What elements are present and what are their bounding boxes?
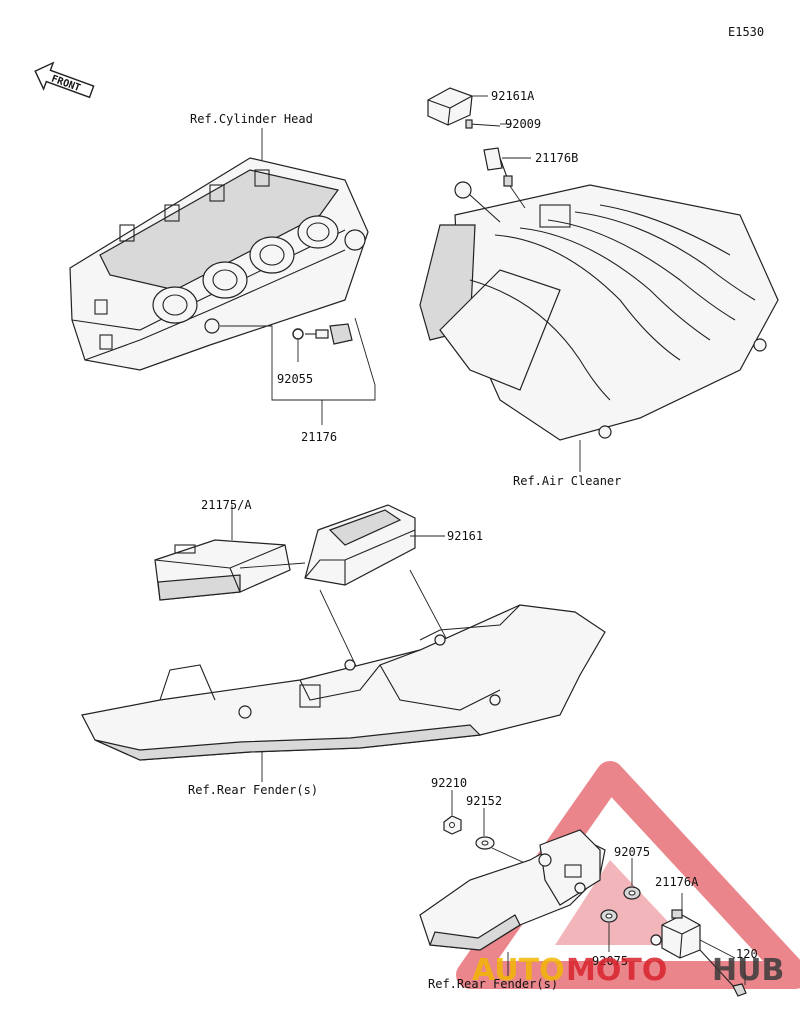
rear-fender-upper [81, 604, 606, 761]
collar-92152 [475, 836, 495, 850]
screw-92009 [465, 119, 501, 129]
label-ref-cylinder-head: Ref.Cylinder Head [190, 112, 313, 126]
o-ring-92055 [292, 328, 304, 340]
cylinder-head [69, 157, 369, 371]
label-92075-top: 92075 [614, 845, 650, 859]
damper-92161A [427, 87, 473, 126]
label-21176B: 21176B [535, 151, 578, 165]
sensor-21176A [650, 909, 701, 959]
bolt-120 [699, 949, 747, 997]
damper-92075-top [623, 886, 641, 900]
label-92210: 92210 [431, 776, 467, 790]
air-cleaner [419, 181, 779, 441]
label-92055: 92055 [277, 372, 313, 386]
label-120: 120 [736, 947, 758, 961]
sensor-21176 [305, 323, 353, 345]
label-ref-air-cleaner: Ref.Air Cleaner [513, 474, 621, 488]
nut-92210 [443, 815, 462, 835]
ecu-21175A [154, 539, 291, 601]
label-21176A: 21176A [655, 875, 699, 889]
label-21176: 21176 [301, 430, 337, 444]
rear-fender-lower [419, 829, 606, 951]
diagram-code: E1530 [728, 25, 764, 39]
label-92161: 92161 [447, 529, 483, 543]
label-21175A: 21175/A [201, 498, 252, 512]
front-arrow-icon: FRONT [34, 61, 95, 99]
damper-92075-bottom [600, 909, 618, 923]
watermark-auto: AUTO [472, 953, 565, 988]
label-ref-rear-fender-2: Ref.Rear Fender(s) [428, 977, 558, 991]
sensor-21176B [483, 147, 513, 187]
label-92161A: 92161A [491, 89, 535, 103]
holder-92161 [304, 504, 416, 586]
watermark-hub: HUB [712, 953, 784, 988]
watermark-text: AUTO MOTO HUB [472, 953, 784, 988]
label-ref-rear-fender-1: Ref.Rear Fender(s) [188, 783, 318, 797]
label-92152: 92152 [466, 794, 502, 808]
label-92009: 92009 [505, 117, 541, 131]
watermark-moto: MOTO [566, 953, 667, 988]
label-92075-bottom: 92075 [592, 954, 628, 968]
bracket-21176 [220, 317, 376, 425]
